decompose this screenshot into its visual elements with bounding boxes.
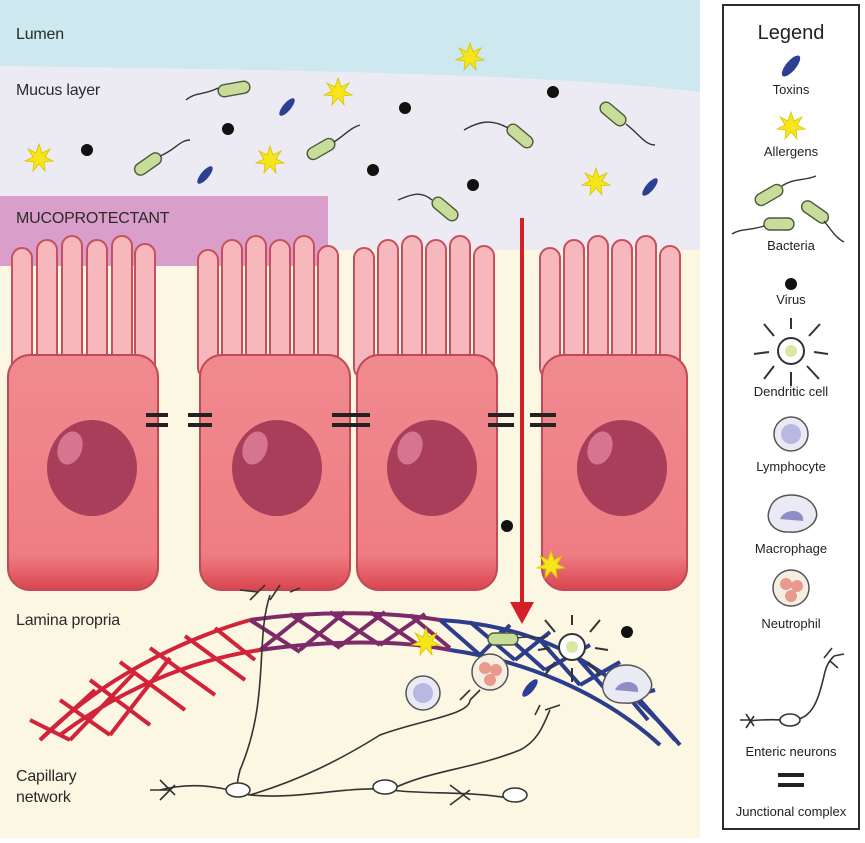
- epithelial-cells: [7, 354, 688, 591]
- lamina-propria-label: Lamina propria: [16, 612, 120, 629]
- lumen-region: [0, 0, 700, 92]
- mucoprotectant-label: MUCOPROTECTANT: [16, 210, 170, 227]
- legend-label-virus: Virus: [776, 292, 806, 307]
- macrophage: [602, 664, 653, 704]
- macrophage-icon: [767, 494, 818, 533]
- junctional-complex-icon: [778, 773, 804, 787]
- legend-label-neutrophil: Neutrophil: [761, 616, 821, 631]
- diagram-canvas: [0, 0, 700, 838]
- nucleolus-highlights: [57, 431, 613, 465]
- legend-label-dendritic-cell: Dendritic cell: [753, 384, 829, 399]
- mucus-layer-label: Mucus layer: [16, 82, 101, 99]
- enteric-neuron-icon: [740, 647, 845, 729]
- legend-title: Legend: [757, 22, 825, 44]
- toxins: [197, 98, 658, 697]
- dendritic-cell-icon: [753, 318, 829, 386]
- legend-label-junctional-complex: Junctional complex: [735, 804, 847, 819]
- legend-label-macrophage: Macrophage: [754, 541, 828, 556]
- legend-label-bacteria: Bacteria: [767, 238, 815, 253]
- toxin-icon: [781, 55, 801, 77]
- capillary-network: [29, 610, 682, 747]
- junctional-complexes: [146, 413, 556, 427]
- neutrophil: [471, 653, 509, 691]
- bacteria: [133, 80, 656, 646]
- neuron-bodies: [225, 779, 528, 803]
- legend-label-enteric-neurons: Enteric neurons: [745, 744, 837, 759]
- legend-box: Legend: [722, 4, 860, 830]
- diagram-figure: Lumen Mucus layer MUCOPROTECTANT Lamina …: [0, 0, 700, 838]
- bacteria-icon: [731, 175, 845, 243]
- enteric-neurons: [150, 584, 561, 806]
- lymphocyte-icon: [773, 416, 809, 452]
- capillary-network-label-line2: network: [16, 789, 71, 806]
- allergen-icon: [775, 110, 807, 141]
- microvilli: [11, 235, 681, 382]
- legend-label-lymphocyte: Lymphocyte: [756, 459, 826, 474]
- permeability-arrow: [510, 218, 534, 624]
- capillary-network-label-line1: Capillary: [16, 768, 77, 785]
- legend-icons: [731, 55, 845, 787]
- viruses: [81, 86, 633, 638]
- lymphocyte: [405, 675, 441, 711]
- neutrophil-icon: [772, 569, 810, 607]
- legend-label-allergens: Allergens: [763, 144, 819, 159]
- legend-label-toxins: Toxins: [772, 82, 810, 97]
- dendritic-cell: [537, 615, 609, 682]
- lumen-label: Lumen: [16, 26, 64, 43]
- virus-icon: [785, 278, 797, 290]
